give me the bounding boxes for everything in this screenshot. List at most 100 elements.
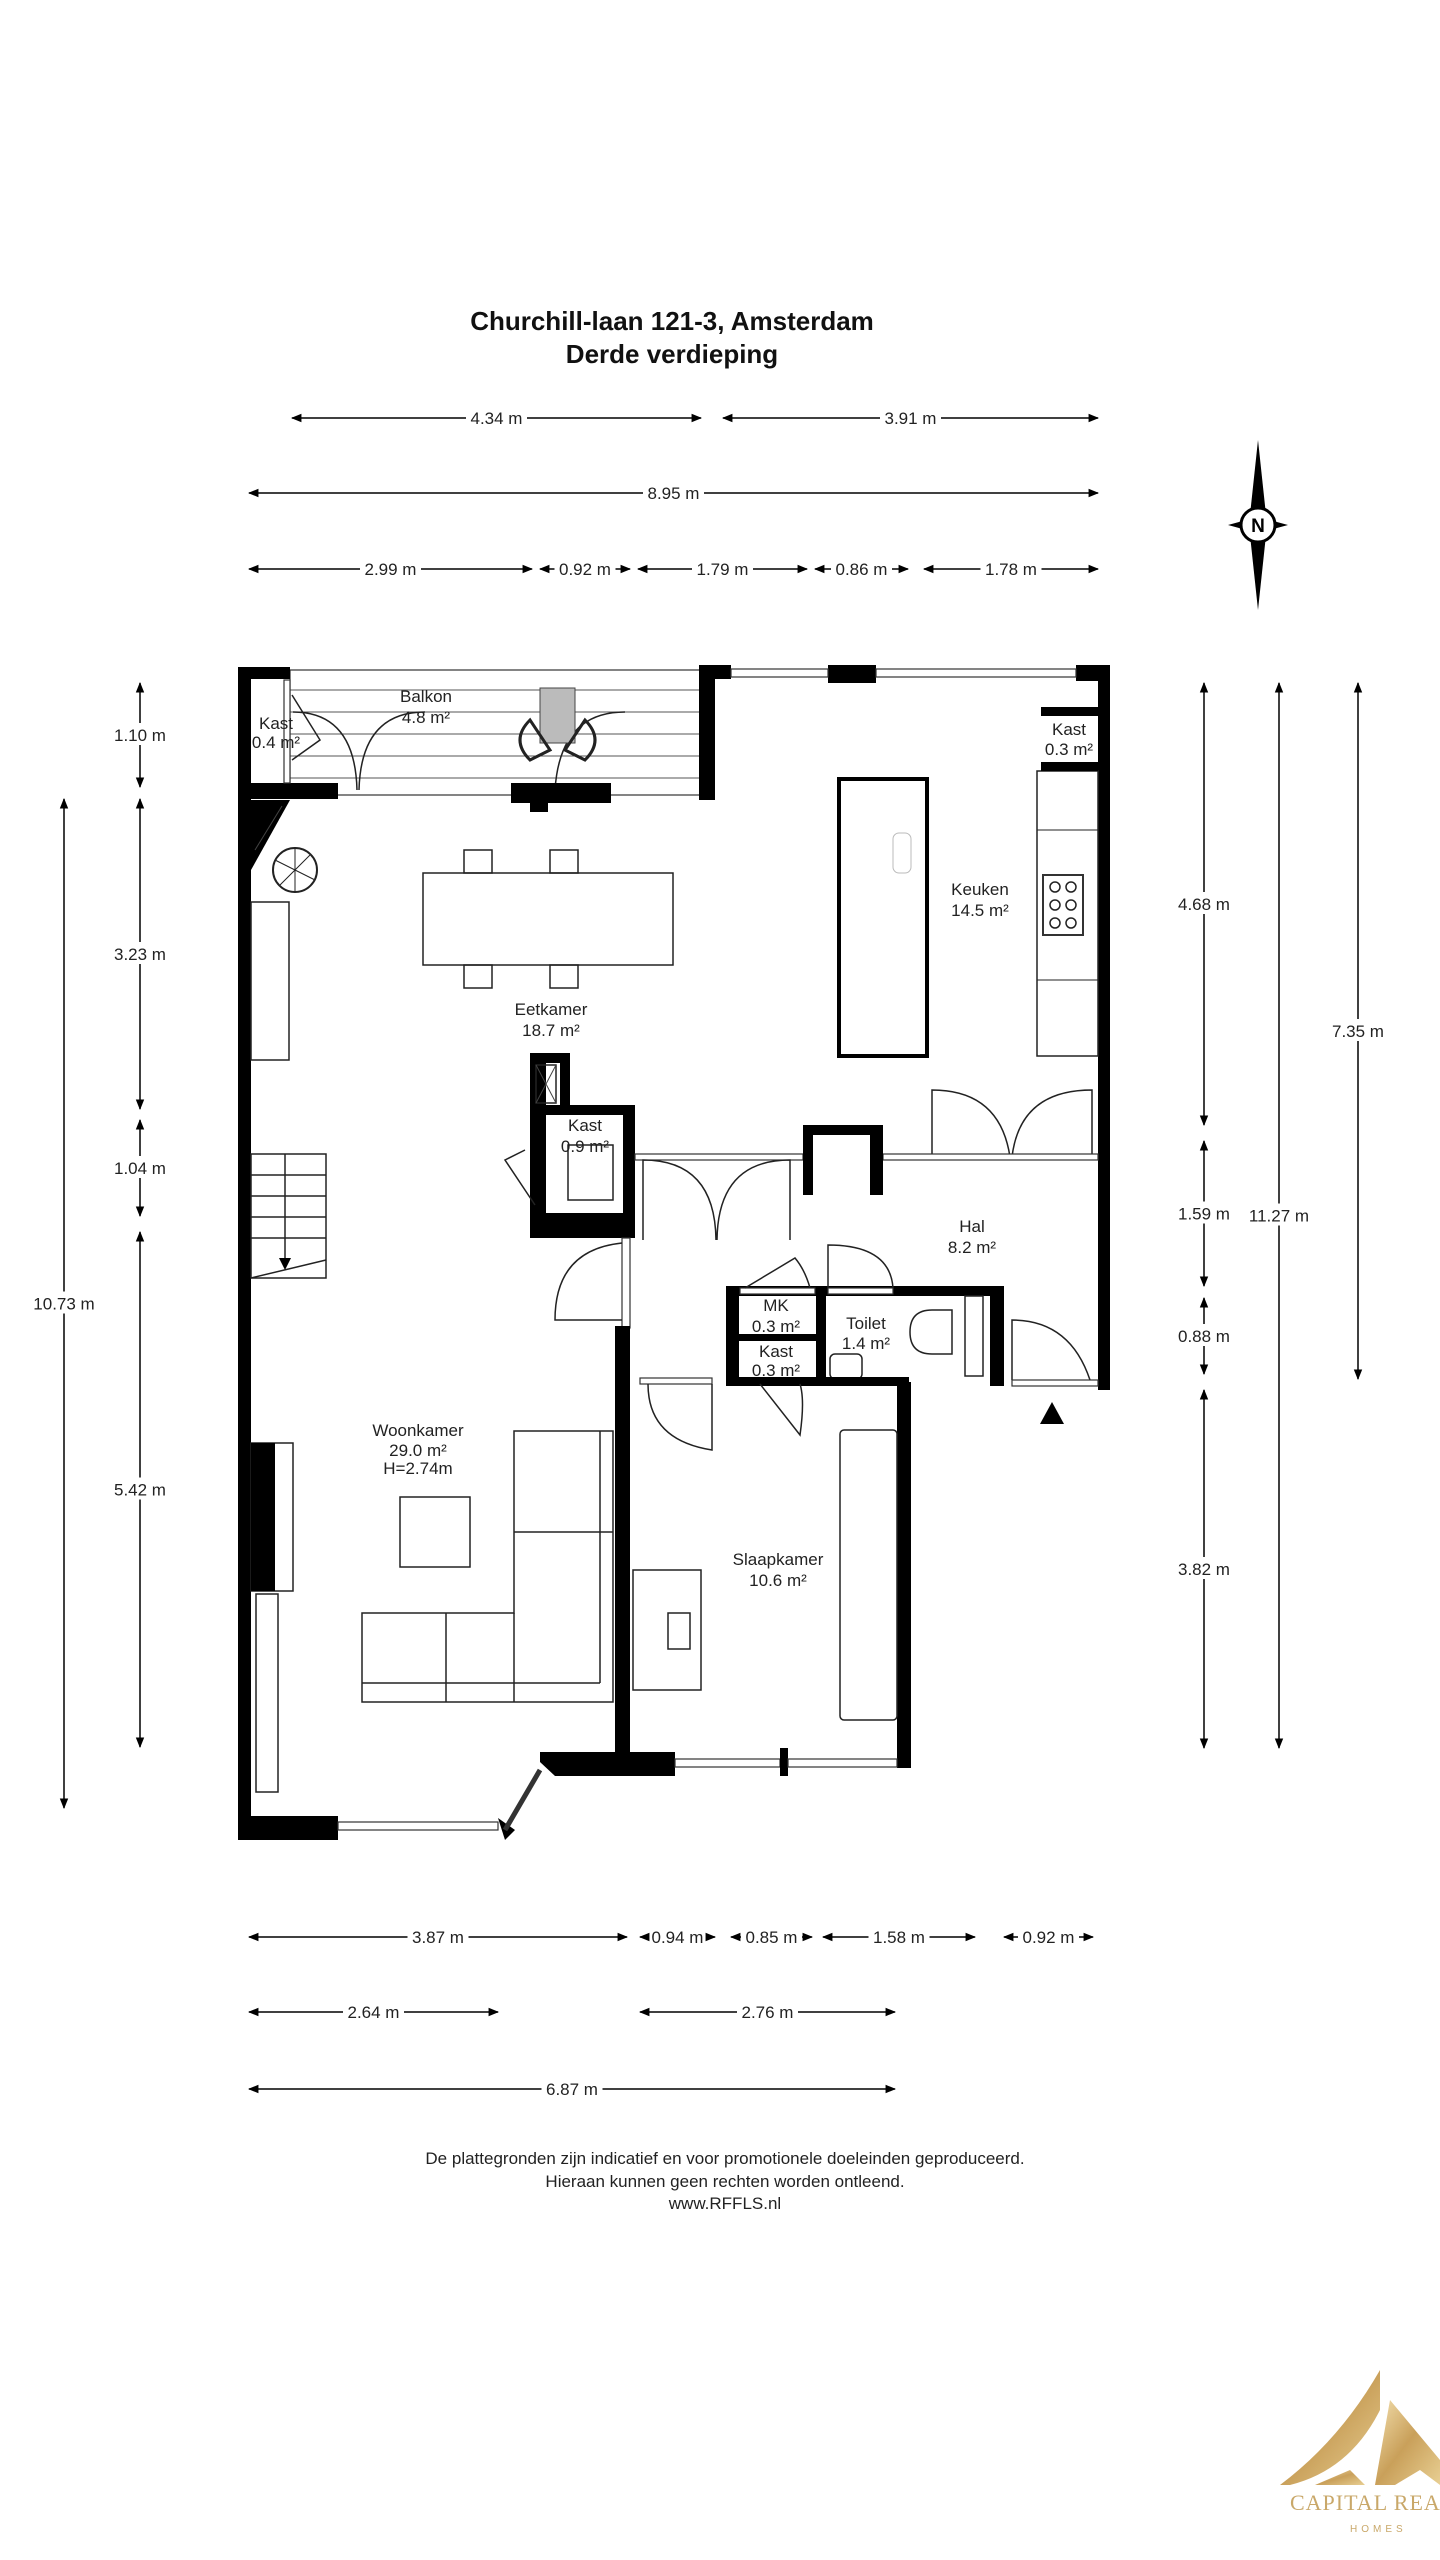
dimension-bottom-6: 2.76 m [638, 2003, 897, 2022]
svg-text:0.4 m²: 0.4 m² [252, 733, 301, 752]
dimension-label: 1.59 m [1178, 1205, 1230, 1224]
dimension-label: 8.95 m [648, 484, 700, 503]
dimension-label: 0.92 m [1023, 1928, 1075, 1947]
balcony-deck [289, 669, 701, 796]
dimension-left-0: 1.10 m [106, 681, 174, 789]
window [730, 668, 829, 678]
svg-text:18.7 m²: 18.7 m² [522, 1021, 580, 1040]
dimension-label: 3.87 m [412, 1928, 464, 1947]
dimension-label: 3.23 m [114, 945, 166, 964]
dimension-label: 4.34 m [471, 409, 523, 428]
fireplace [251, 1443, 275, 1591]
svg-text:Keuken: Keuken [951, 880, 1009, 899]
dimension-label: 0.88 m [1178, 1327, 1230, 1346]
wall-left [238, 667, 251, 1840]
svg-text:Woonkamer: Woonkamer [372, 1421, 464, 1440]
plan-subtitle: Derde verdieping [566, 339, 778, 369]
disclaimer-line-2: Hieraan kunnen geen rechten worden ontle… [545, 2172, 904, 2191]
washing-machine-icon [567, 1144, 614, 1201]
dimension-right-5: 7.35 m [1324, 681, 1392, 1381]
dimension-label: 11.27 m [1249, 1207, 1309, 1226]
svg-text:0.3 m²: 0.3 m² [752, 1317, 801, 1336]
dimension-bottom-3: 1.58 m [821, 1928, 977, 1947]
dimension-label: 1.04 m [114, 1159, 166, 1178]
dimension-left-1: 3.23 m [106, 797, 174, 1111]
svg-text:Kast: Kast [259, 714, 293, 733]
wall [238, 667, 290, 679]
capital-realties-logo: CAPITAL REALTIES HOMES [1280, 2370, 1440, 2535]
svg-text:Slaapkamer: Slaapkamer [733, 1550, 824, 1569]
dimension-bottom-5: 2.64 m [247, 2003, 500, 2022]
window [875, 668, 1077, 678]
dimension-top-1: 3.91 m [721, 409, 1100, 428]
dimension-label: 1.10 m [114, 726, 166, 745]
sink-icon [892, 832, 912, 874]
sofa [361, 1430, 614, 1703]
dimension-top-0: 4.34 m [290, 409, 703, 428]
kitchen-island [837, 777, 929, 1058]
svg-text:Toilet: Toilet [846, 1314, 886, 1333]
dimension-right-1: 1.59 m [1170, 1139, 1238, 1288]
dimension-top-5: 1.79 m [636, 560, 809, 579]
room-label-mk: MK 0.3 m² [752, 1296, 801, 1336]
chair-icon [463, 849, 579, 989]
floor-plan [238, 665, 1110, 1840]
desk [632, 1569, 702, 1691]
stairs [250, 1153, 327, 1279]
dimension-right-4: 11.27 m [1245, 681, 1313, 1750]
dimension-top-3: 2.99 m [247, 560, 534, 579]
room-label-kast-washok: Kast 0.9 m² [561, 1116, 610, 1156]
plan-title: Churchill-laan 121-3, Amsterdam [470, 306, 874, 336]
dimension-label: 1.58 m [873, 1928, 925, 1947]
chimney [511, 783, 611, 803]
coffee-table [399, 1496, 471, 1568]
dimension-bottom-1: 0.94 m [638, 1928, 717, 1947]
wardrobe [839, 1429, 898, 1721]
wall [251, 783, 338, 799]
laptop-icon [667, 1612, 691, 1650]
dimension-top-7: 1.78 m [922, 560, 1100, 579]
dimension-label: 5.42 m [114, 1481, 166, 1500]
dimension-bottom-0: 3.87 m [247, 1928, 629, 1947]
dimension-label: 0.94 m [652, 1928, 704, 1947]
wall [238, 1816, 338, 1840]
svg-text:0.9 m²: 0.9 m² [561, 1137, 610, 1156]
wall-right [1098, 667, 1110, 1390]
dimension-right-2: 0.88 m [1170, 1296, 1238, 1376]
svg-text:4.8 m²: 4.8 m² [402, 708, 451, 727]
dimension-bottom-4: 0.92 m [1002, 1928, 1095, 1947]
dimension-top-2: 8.95 m [247, 484, 1100, 503]
logo-name: CAPITAL REALTIES [1290, 2490, 1440, 2515]
dimension-left-2: 1.04 m [106, 1118, 174, 1218]
dimension-label: 3.82 m [1178, 1560, 1230, 1579]
svg-text:29.0 m²: 29.0 m² [389, 1441, 447, 1460]
dimension-label: 0.85 m [746, 1928, 798, 1947]
dimension-left-4: 10.73 m [30, 797, 98, 1810]
entrance-marker-icon [1040, 1402, 1064, 1424]
logo-tagline: HOMES [1350, 2524, 1407, 2535]
dimension-label: 0.92 m [559, 560, 611, 579]
dimension-bottom-7: 6.87 m [247, 2080, 897, 2099]
svg-text:Balkon: Balkon [400, 687, 452, 706]
wall [699, 667, 715, 800]
website-link[interactable]: www.RFFLS.nl [668, 2194, 781, 2213]
dimension-top-6: 0.86 m [813, 560, 910, 579]
svg-text:Kast: Kast [568, 1116, 602, 1135]
dimension-top-4: 0.92 m [538, 560, 632, 579]
washbasin-icon [829, 1353, 863, 1380]
svg-text:1.4 m²: 1.4 m² [842, 1334, 891, 1353]
wall [699, 665, 731, 679]
dimension-right-0: 4.68 m [1170, 681, 1238, 1127]
svg-text:MK: MK [763, 1296, 789, 1315]
dimension-bottom-2: 0.85 m [729, 1928, 814, 1947]
room-label-balkon: Balkon 4.8 m² [400, 687, 452, 727]
toilet-icon [909, 1309, 953, 1355]
dimension-right-3: 3.82 m [1170, 1388, 1238, 1750]
dining-table [422, 872, 674, 966]
svg-text:Kast: Kast [1052, 720, 1086, 739]
